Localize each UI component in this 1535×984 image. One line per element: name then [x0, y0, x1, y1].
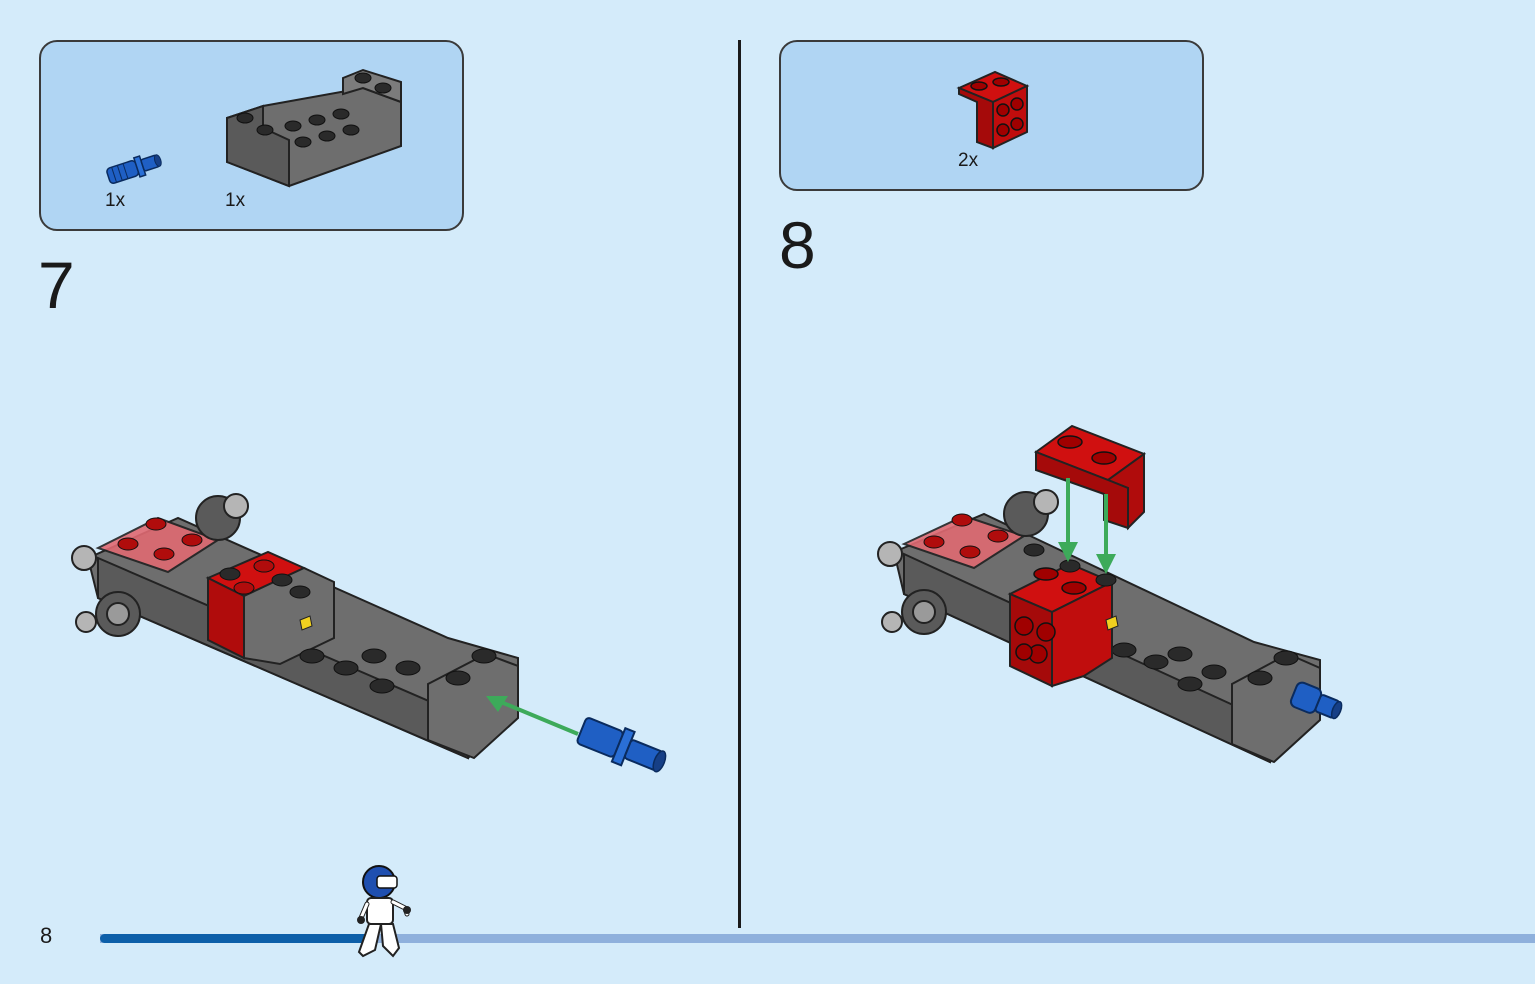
step-7-parts-box: 1x 1x [39, 40, 464, 231]
red-bracket-plate-icon [956, 70, 1030, 150]
part-quantity: 2x [958, 150, 979, 171]
racer-minifigure-icon [356, 865, 411, 958]
step-8-assembly-illustration [877, 424, 1343, 764]
part-quantity: 1x [225, 190, 246, 211]
step-number: 7 [38, 248, 75, 322]
part-quantity: 1x [105, 190, 126, 211]
page-number: 8 [40, 923, 53, 948]
progress-track [100, 934, 1535, 943]
gray-brick-2x6-icon [226, 68, 402, 188]
step-7-assembly-illustration [71, 493, 667, 773]
blue-axle-pin-icon [106, 154, 162, 184]
step-divider [738, 40, 741, 928]
step-8-parts-box: 2x [779, 40, 1204, 191]
progress-fill [100, 934, 373, 943]
step-number: 8 [779, 208, 816, 282]
